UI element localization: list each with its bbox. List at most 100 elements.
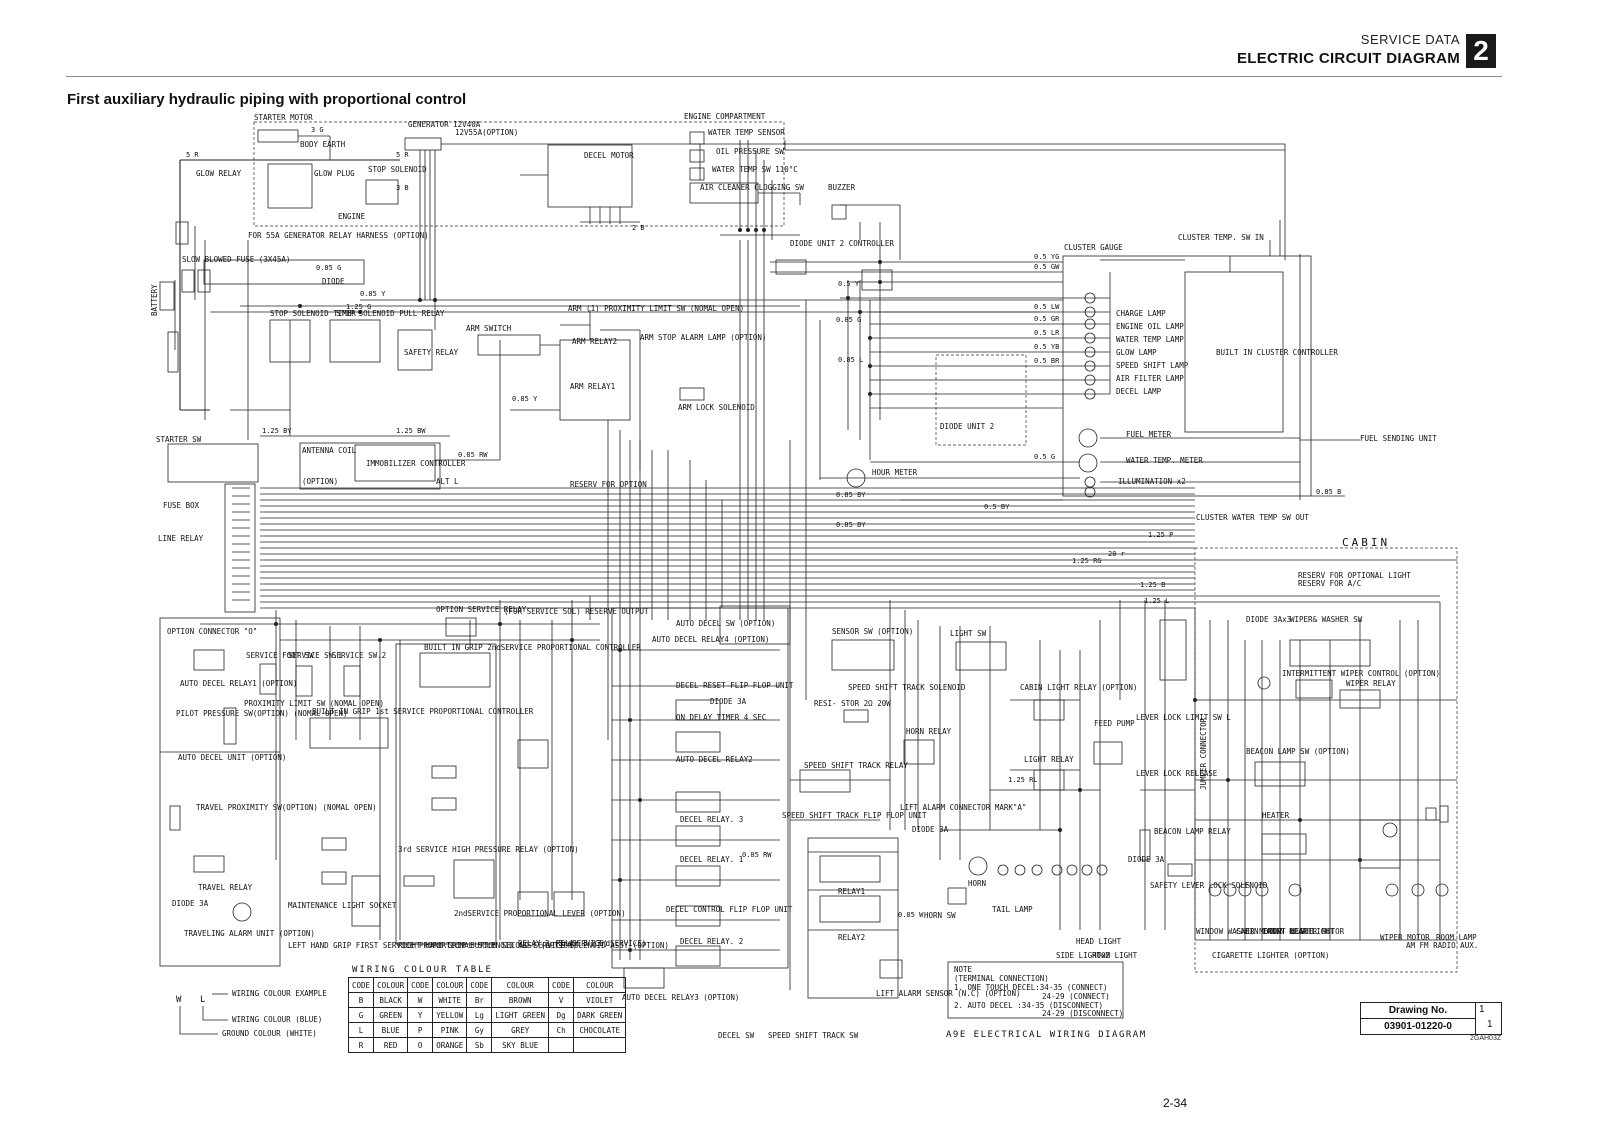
light-relay-label: LIGHT RELAY: [1024, 755, 1074, 764]
resistor-label: RESI- STOR 2Ω 20W: [814, 699, 891, 708]
diode-label: DIODE: [322, 277, 345, 286]
glow-relay-label: GLOW RELAY: [196, 169, 242, 178]
lift-alarm-sensor-label: LIFT ALARM SENSOR (N.C) (OPTION): [876, 989, 1021, 998]
note-box: [947, 961, 1124, 1019]
wire-label: 0.85 W: [898, 911, 924, 919]
wire-label: 0.5 GW: [1034, 263, 1060, 271]
feed-pump-label: FEED PUMP: [1094, 719, 1135, 728]
cabin-rear-light-label: CABIN REAR LIGHT: [1262, 927, 1335, 936]
table-header: COLOUR: [491, 977, 550, 993]
decel-relay1-label: DECEL RELAY. 1: [680, 855, 743, 864]
table-cell: VIOLET: [573, 992, 627, 1008]
diagram-title: A9E ELECTRICAL WIRING DIAGRAM: [946, 1030, 1147, 1040]
table-cell: DARK GREEN: [573, 1007, 627, 1023]
diode-unit2-controller-label: DIODE UNIT 2 CONTROLLER: [790, 239, 894, 248]
decel-region: [611, 607, 789, 969]
lower-labels: CABIN RESERV FOR OPTIONAL LIGHT RESERV F…: [167, 536, 1478, 1040]
legend-blue: WIRING COLOUR (BLUE): [232, 1015, 322, 1024]
relay3-3rd-label: RELAY 3 (3rdSERVICE): [556, 939, 646, 948]
battery-label: BATTERY: [150, 284, 159, 316]
room-light-label: ROOM LIGHT: [1092, 951, 1138, 960]
slow-blowed-fuse-label: SLOW BLOWED FUSE (3X45A): [182, 255, 290, 264]
header-title: ELECTRIC CIRCUIT DIAGRAM: [1236, 50, 1460, 67]
wiper-motor-label: WIPER MOTOR: [1380, 933, 1430, 942]
antenna-coil-label: ANTENNA COIL: [302, 446, 357, 455]
wire-label: 0.5 Y: [838, 280, 860, 288]
wire-code-labels: 3 G 5 R 5 R 1.25 G 0.85 G 0.85 Y 1.25 BY…: [186, 126, 1341, 919]
decel-control-ff-label: DECEL CONTROL FLIP FLOP UNIT: [666, 905, 793, 914]
side-light-label: SIDE LIGHTx2: [1056, 951, 1110, 960]
wire-label: 5 R: [396, 151, 409, 159]
glow-plug-label: GLOW PLUG: [314, 169, 355, 178]
legend-w: W: [176, 995, 182, 1005]
components: [159, 131, 1449, 989]
safety-relay-label: SAFETY RELAY: [404, 348, 459, 357]
cluster-temp-sw-label: CLUSTER TEMP. SW IN: [1178, 233, 1264, 242]
safety-lever-lock-label: SAFETY LEVER LOCK SOLENOID: [1150, 881, 1268, 890]
traveling-alarm-label: TRAVELING ALARM UNIT (OPTION): [184, 929, 315, 938]
wire-label: 0.5 LW: [1034, 303, 1060, 311]
lift-alarm-connector-label: LIFT ALARM CONNECTOR MARK"A": [900, 803, 1026, 812]
for-55a-label: FOR 55A GENERATOR RELAY HARNESS (OPTION): [248, 231, 429, 240]
note-heading: NOTE: [954, 965, 973, 974]
mid-labels: STOP SOLENOID TIMER STOP SOLENOID PULL R…: [156, 304, 1437, 543]
table-header: COLOUR: [373, 977, 409, 993]
engine-compartment-label: ENGINE COMPARTMENT: [684, 112, 766, 121]
cluster-gauge-label: CLUSTER GAUGE: [1064, 243, 1123, 252]
table-cell: PINK: [432, 1022, 468, 1038]
wire-label: 1.25 P: [1148, 531, 1173, 539]
table-header: CODE: [548, 977, 575, 993]
reserve-service-sol-label: (FOR SERVICE SOL) RESERVE OUTPUT: [504, 607, 649, 616]
table-cell: YELLOW: [432, 1007, 468, 1023]
decel-lamp-label: DECEL LAMP: [1116, 387, 1162, 396]
page-number: 2-34: [1163, 1096, 1188, 1110]
engine-compartment-box: [253, 121, 785, 227]
table-cell: ORANGE: [432, 1037, 468, 1053]
table-cell: BROWN: [491, 992, 550, 1008]
diode-3a-d-label: DIODE 3A: [1128, 855, 1165, 864]
decel-reset-ff-label: DECEL RESET FLIP FLOP UNIT: [676, 681, 794, 690]
wire-label: 0.5 G: [1034, 453, 1055, 461]
wiper-relay-label: WIPER RELAY: [1346, 679, 1396, 688]
cluster-wiring: [770, 256, 1300, 501]
second-service-controller: [419, 652, 491, 688]
cabin-light-relay-label: CABIN LIGHT RELAY (OPTION): [1020, 683, 1137, 692]
water-temp-meter-label: WATER TEMP. METER: [1126, 456, 1203, 465]
decel-relay2-label: DECEL RELAY. 2: [680, 937, 743, 946]
wiring-colour-table: CODE COLOUR CODE COLOUR CODE COLOUR CODE…: [347, 977, 627, 1053]
arm-relay2-label: ARM RELAY2: [572, 337, 617, 346]
hour-meter-label: HOUR METER: [872, 468, 918, 477]
pilot-pressure-label: PILOT PRESSURE SW(OPTION) (NOMAL OPEN): [176, 709, 348, 718]
wire-label: 0.85 G: [316, 264, 341, 272]
table-cell: Y: [407, 1007, 434, 1023]
starter-motor-box: [257, 129, 299, 143]
note-line1: 1. ONE TOUCH DECEL:34-35 (CONNECT): [954, 983, 1108, 992]
builtin-grip-2nd-label: BUILT IN GRIP 2ndSERVICE PROPORTIONAL CO…: [424, 643, 641, 652]
safety-relay: [397, 329, 433, 371]
on-delay-timer-label: ON DELAY TIMER 4 SEC: [676, 713, 766, 722]
relay2-3rd-label: RELAY 2 (3rdSERVICE): [518, 939, 608, 948]
wire-label: 1.25 BY: [262, 427, 292, 435]
wiring-table-caption: WIRING COLOUR TABLE: [352, 965, 493, 975]
reserv-option-label: RESERV FOR OPTION: [570, 480, 647, 489]
arm-switch-label: ARM SWITCH: [466, 324, 512, 333]
maintenance-light-label: MAINTENANCE LIGHT SOCKET: [288, 901, 397, 910]
am-fm-radio-label: AM FM RADIO AUX.: [1406, 941, 1478, 950]
auto-decel-relay3-label: AUTO DECEL RELAY3 (OPTION): [622, 993, 739, 1002]
vertical-drops: [275, 240, 1441, 990]
arm-lock-solenoid-label: ARM LOCK SOLENOID: [678, 403, 755, 412]
feed-pump: [1093, 741, 1123, 765]
stop-solenoid-timer-label: STOP SOLENOID TIMER: [270, 309, 356, 318]
horn-label: HORN: [968, 879, 986, 888]
auto-decel-relay1-label: AUTO DECEL RELAY1 (OPTION): [180, 679, 297, 688]
speed-shift-track-ff-label: SPEED SHIFT TRACK FLIP FLOP UNIT: [782, 811, 927, 820]
immobilizer-option-label: (OPTION): [302, 477, 338, 486]
glow-plug-box: [267, 163, 313, 209]
travel-relay-label: TRAVEL RELAY: [198, 883, 253, 892]
table-cell: Sb: [466, 1037, 493, 1053]
drawing-number-box: Drawing No. 03901-01220-0 1 1: [1360, 1002, 1502, 1035]
sensor-sw-label: SENSOR SW (OPTION): [832, 627, 913, 636]
chapter-badge: 2: [1466, 34, 1496, 68]
top-wiring: [174, 135, 1360, 500]
drawing-number-label: Drawing No.: [1361, 1003, 1476, 1019]
